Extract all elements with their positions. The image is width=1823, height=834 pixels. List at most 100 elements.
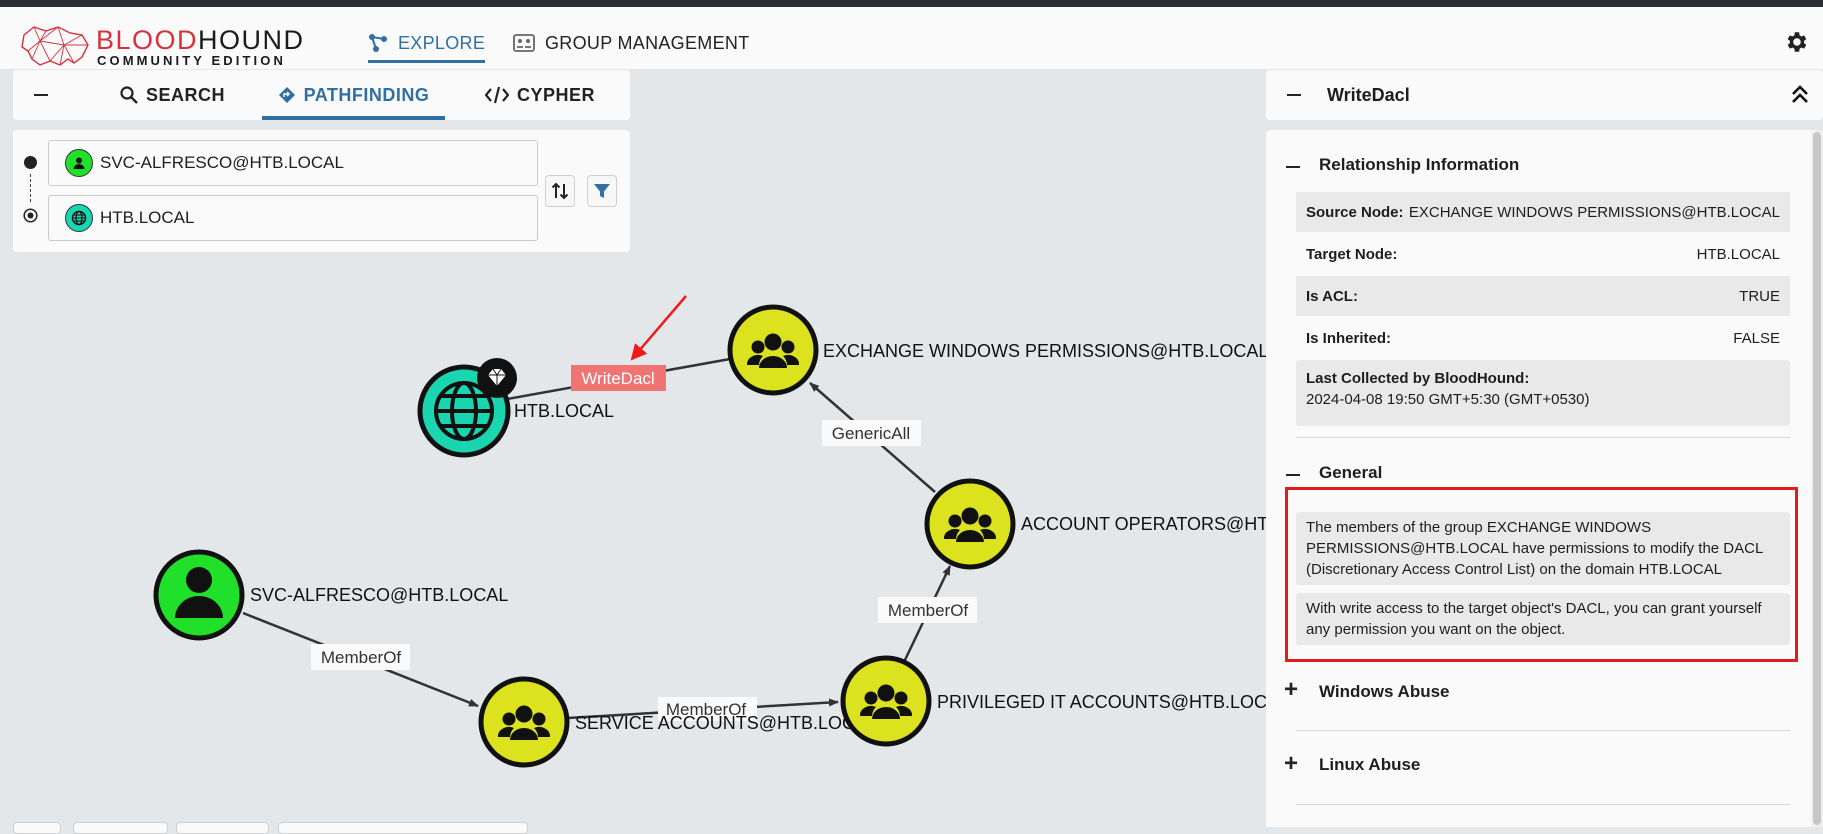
- edge-label-memberof-3[interactable]: MemberOf: [888, 601, 969, 620]
- last-collected-box: Last Collected by BloodHound: 2024-04-08…: [1296, 360, 1790, 426]
- node-label-service-accounts: SERVICE ACCOUNTS@HTB.LOCAL: [575, 713, 877, 733]
- highlight-box: [1285, 487, 1798, 662]
- edge-info-panel: Relationship Information Source Node: EX…: [1266, 130, 1823, 827]
- row-is-acl: Is ACL: TRUE: [1296, 276, 1790, 316]
- brand-name: BLOODHOUND: [96, 25, 305, 55]
- pathfinding-panel: SVC-ALFRESCO@HTB.LOCAL HTB.LOCAL: [13, 130, 630, 252]
- node-label-htb-local: HTB.LOCAL: [514, 401, 614, 421]
- tab-cypher-label: CYPHER: [517, 84, 596, 105]
- node-account-operators[interactable]: [924, 478, 1016, 570]
- is-acl-value: TRUE: [1739, 287, 1780, 305]
- nav-explore[interactable]: EXPLORE: [368, 25, 486, 63]
- tab-pathfinding[interactable]: PATHFINDING: [262, 70, 445, 120]
- source-node-key: Source Node:: [1306, 203, 1404, 221]
- tab-search-label: SEARCH: [146, 84, 226, 105]
- tab-pathfinding-label: PATHFINDING: [303, 84, 430, 105]
- node-label-exchange: EXCHANGE WINDOWS PERMISSIONS@HTB.LOCAL: [823, 341, 1268, 361]
- brand-edition: COMMUNITY EDITION: [97, 53, 286, 68]
- edge-label-memberof-2[interactable]: MemberOf: [666, 700, 747, 719]
- expand-linux-abuse-icon[interactable]: +: [1284, 750, 1299, 777]
- path-connector: [30, 174, 31, 202]
- edge-label-memberof-3-bg: [878, 597, 977, 623]
- is-inherited-key: Is Inherited:: [1306, 329, 1392, 347]
- divider: [1296, 730, 1790, 731]
- graph-icon: [369, 34, 387, 52]
- node-htb-local[interactable]: [417, 358, 517, 458]
- panel-scrollbar[interactable]: [1811, 130, 1823, 827]
- node-privileged-it-accounts[interactable]: [840, 655, 932, 747]
- collapse-relationship-info-button[interactable]: [1286, 166, 1300, 168]
- target-node-value[interactable]: HTB.LOCAL: [1696, 245, 1780, 263]
- is-inherited-value: FALSE: [1733, 329, 1780, 347]
- nav-group-management[interactable]: GROUP MANAGEMENT: [513, 25, 750, 61]
- start-node-input[interactable]: SVC-ALFRESCO@HTB.LOCAL: [48, 140, 538, 186]
- edge-label-writedacl-bg: [571, 365, 666, 391]
- end-node-value: HTB.LOCAL: [100, 208, 195, 227]
- code-icon: [485, 86, 509, 104]
- bloodhound-logo[interactable]: [20, 21, 92, 69]
- collapse-general-button[interactable]: [1286, 474, 1300, 476]
- annotation-arrow: [630, 295, 687, 361]
- edge-info-header: WriteDacl: [1266, 70, 1823, 120]
- source-node-value[interactable]: EXCHANGE WINDOWS PERMISSIONS@HTB.LOCAL: [1408, 203, 1780, 221]
- edge-label-genericall[interactable]: GenericAll: [832, 424, 910, 443]
- end-node-input[interactable]: HTB.LOCAL: [48, 195, 538, 241]
- edge-label-genericall-bg: [822, 420, 921, 446]
- row-is-inherited: Is Inherited: FALSE: [1296, 318, 1790, 358]
- divider: [1296, 804, 1790, 805]
- windows-abuse-title[interactable]: Windows Abuse: [1319, 682, 1450, 701]
- panel-scroll-thumb[interactable]: [1813, 132, 1821, 825]
- row-target-node: Target Node: HTB.LOCAL: [1296, 234, 1790, 274]
- node-svc-alfresco[interactable]: [153, 549, 245, 641]
- node-label-svc-alfresco: SVC-ALFRESCO@HTB.LOCAL: [250, 585, 508, 605]
- collapse-search-panel-button[interactable]: [34, 94, 48, 96]
- edge-title: WriteDacl: [1327, 85, 1410, 105]
- double-chevron-up-icon[interactable]: [1791, 85, 1809, 105]
- linux-abuse-title[interactable]: Linux Abuse: [1319, 755, 1421, 774]
- edge-label-writedacl[interactable]: WriteDacl: [581, 369, 654, 388]
- filter-icon: [594, 184, 610, 198]
- nav-explore-underline: [368, 60, 486, 63]
- target-node-key: Target Node:: [1306, 245, 1398, 263]
- user-icon: [175, 567, 223, 618]
- last-collected-value: 2024-04-08 19:50 GMT+5:30 (GMT+0530): [1306, 391, 1590, 408]
- swap-vertical-icon: [551, 182, 569, 200]
- app-header: BLOODHOUND COMMUNITY EDITION EXPLORE GRO…: [0, 7, 1823, 70]
- tab-search[interactable]: SEARCH: [120, 70, 225, 120]
- expand-windows-abuse-icon[interactable]: +: [1284, 676, 1299, 703]
- divider: [1296, 437, 1790, 438]
- relationship-section-title: Relationship Information: [1319, 155, 1520, 174]
- explore-tabs-panel: SEARCH PATHFINDING CYPHER: [13, 70, 630, 120]
- nav-explore-label: EXPLORE: [398, 32, 486, 53]
- bottom-control-3[interactable]: [176, 822, 269, 834]
- swap-nodes-button[interactable]: [545, 175, 575, 207]
- bottom-control-4[interactable]: [278, 822, 528, 834]
- search-icon: [120, 86, 138, 104]
- target-icon: [23, 208, 38, 223]
- globe-icon: [65, 204, 93, 232]
- edge-label-memberof-1[interactable]: MemberOf: [321, 648, 402, 667]
- general-description-1: The members of the group EXCHANGE WINDOW…: [1296, 512, 1790, 585]
- directions-icon: [278, 87, 295, 103]
- start-node-value: SVC-ALFRESCO@HTB.LOCAL: [100, 153, 344, 172]
- tab-pathfinding-underline: [262, 116, 445, 120]
- edge-label-memberof-1-bg: [311, 644, 410, 670]
- nav-group-management-label: GROUP MANAGEMENT: [545, 32, 750, 53]
- node-label-account-operators: ACCOUNT OPERATORS@HTB: [1021, 514, 1280, 534]
- node-label-privileged-it: PRIVILEGED IT ACCOUNTS@HTB.LOCAL: [937, 692, 1289, 712]
- general-section-title: General: [1319, 463, 1383, 482]
- node-exchange-windows-permissions[interactable]: [727, 304, 819, 396]
- globe-icon: [434, 381, 494, 441]
- top-strip: [0, 0, 1823, 7]
- tab-cypher[interactable]: CYPHER: [485, 70, 595, 120]
- bottom-control-1[interactable]: [13, 822, 61, 834]
- settings-gear-icon[interactable]: [1783, 29, 1809, 55]
- start-dot-icon: [24, 156, 37, 169]
- general-description-2: With write access to the target object's…: [1296, 593, 1790, 645]
- bottom-control-2[interactable]: [73, 822, 168, 834]
- collapse-edge-panel-button[interactable]: [1287, 94, 1301, 96]
- node-service-accounts[interactable]: [478, 676, 570, 768]
- user-icon: [65, 149, 93, 177]
- edge-filter-button[interactable]: [587, 175, 617, 207]
